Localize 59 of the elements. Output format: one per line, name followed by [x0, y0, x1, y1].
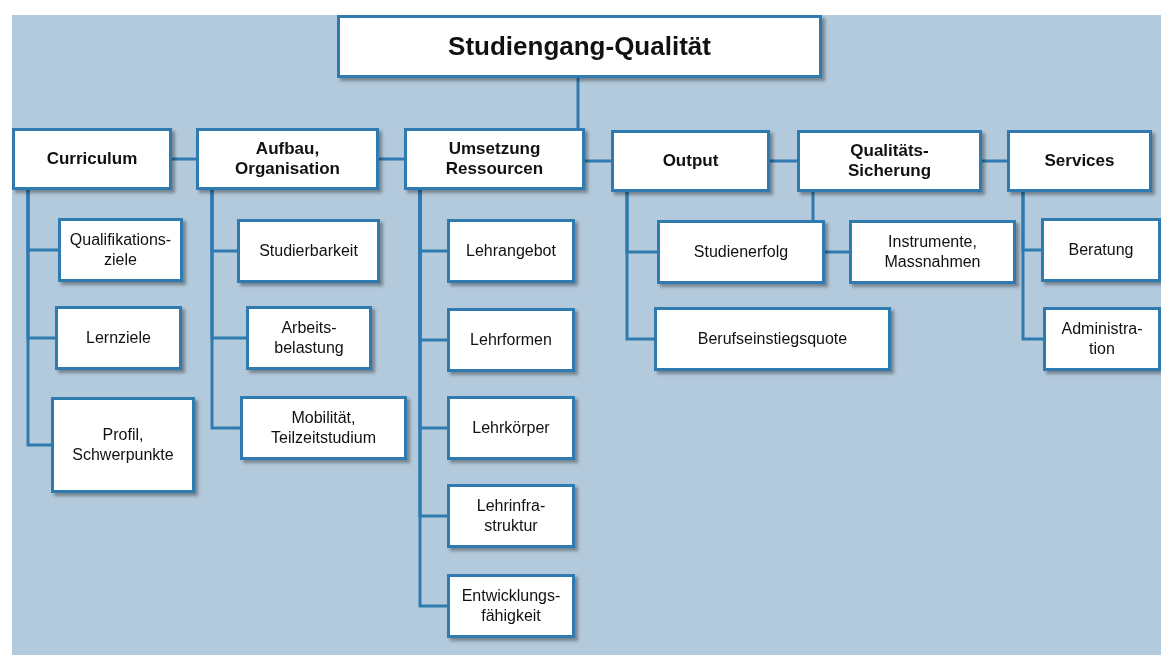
box-label: Berufseinstiegsquote	[697, 329, 848, 349]
connector-line	[172, 157, 196, 161]
box-label: Mobilität, Teilzeitstudium	[270, 408, 377, 448]
connector-line	[379, 157, 404, 161]
item-box	[246, 306, 372, 370]
connector-line	[825, 250, 849, 254]
item-box	[447, 574, 575, 638]
box-label: Lehrinfra- struktur	[475, 496, 547, 536]
item-box	[654, 307, 891, 371]
box-label: Studierbarkeit	[259, 241, 358, 261]
connector-line	[1021, 192, 1043, 341]
title-box	[337, 15, 822, 78]
item-box	[657, 220, 825, 284]
box-label: Aufbau, Organisation	[234, 139, 341, 179]
item-box	[1041, 218, 1161, 282]
connector-line	[576, 78, 580, 128]
connector-line	[982, 159, 1007, 163]
box-label: Beratung	[1068, 240, 1134, 260]
box-label: Qualitäts- Sicherung	[846, 141, 933, 181]
connector-line	[770, 159, 797, 163]
connector-line	[625, 192, 654, 341]
item-box	[58, 218, 183, 282]
connector-line	[210, 190, 240, 430]
connector-line	[418, 190, 447, 608]
connector-line	[26, 190, 51, 447]
box-label: Arbeits- belastung	[273, 318, 345, 358]
item-box	[447, 308, 575, 372]
item-box	[240, 396, 407, 460]
box-label: Lehrformen	[470, 330, 552, 350]
box-label: Administra- tion	[1060, 319, 1144, 359]
item-box	[447, 396, 575, 460]
item-box	[447, 219, 575, 283]
category-box	[611, 130, 770, 192]
item-box	[237, 219, 380, 283]
box-label: Output	[662, 151, 719, 171]
box-label: Profil, Schwerpunkte	[71, 425, 175, 465]
item-box	[1043, 307, 1161, 371]
category-box	[196, 128, 379, 190]
item-box	[447, 484, 575, 548]
category-box	[1007, 130, 1152, 192]
item-box	[55, 306, 182, 370]
category-box	[797, 130, 982, 192]
item-box	[849, 220, 1016, 284]
category-box	[404, 128, 585, 190]
category-box	[12, 128, 172, 190]
box-label: Curriculum	[46, 149, 138, 169]
box-label: Entwicklungs- fähigkeit	[460, 586, 562, 626]
box-label: Lehrkörper	[472, 418, 550, 438]
box-label: Lernziele	[86, 328, 151, 348]
connector-line	[811, 192, 815, 220]
connector-line	[585, 159, 611, 163]
box-label: Services	[1044, 151, 1115, 171]
box-label: Lehrangebot	[466, 241, 556, 261]
box-label: Qualifikations- ziele	[68, 230, 173, 270]
box-label: Instrumente, Massnahmen	[883, 232, 982, 272]
box-label: Studienerfolg	[693, 242, 789, 262]
item-box	[51, 397, 195, 493]
box-label: Studiengang-Qualität	[448, 30, 711, 63]
box-label: Umsetzung Ressourcen	[444, 139, 545, 179]
